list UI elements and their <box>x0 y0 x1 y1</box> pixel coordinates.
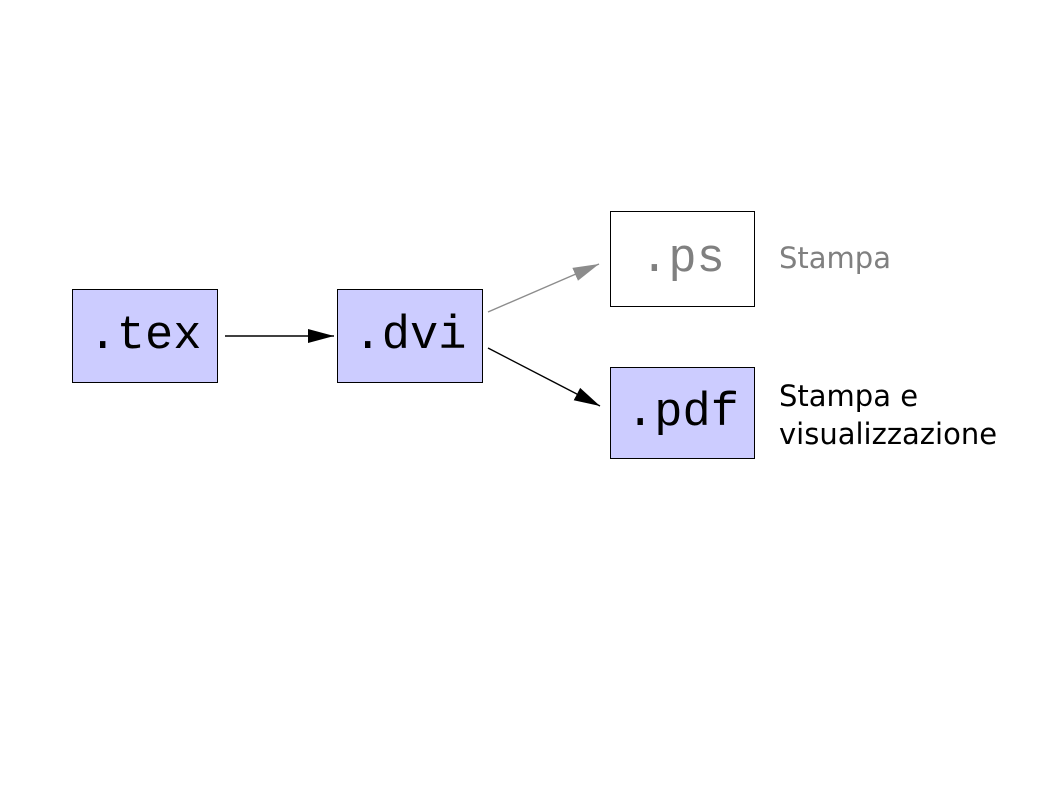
annotation-pdf: Stampa e visualizzazione <box>779 379 998 451</box>
node-ps-label: .ps <box>640 232 725 286</box>
arrow-dvi-to-ps <box>487 263 600 313</box>
node-pdf: .pdf <box>610 367 755 459</box>
node-tex-label: .tex <box>88 309 202 363</box>
node-ps: .ps <box>610 211 755 307</box>
node-tex: .tex <box>72 289 218 383</box>
annotation-ps: Stampa <box>779 241 891 275</box>
arrow-dvi-to-pdf <box>487 347 601 407</box>
node-dvi: .dvi <box>337 289 483 383</box>
node-pdf-label: .pdf <box>626 386 739 440</box>
node-dvi-label: .dvi <box>353 309 467 363</box>
